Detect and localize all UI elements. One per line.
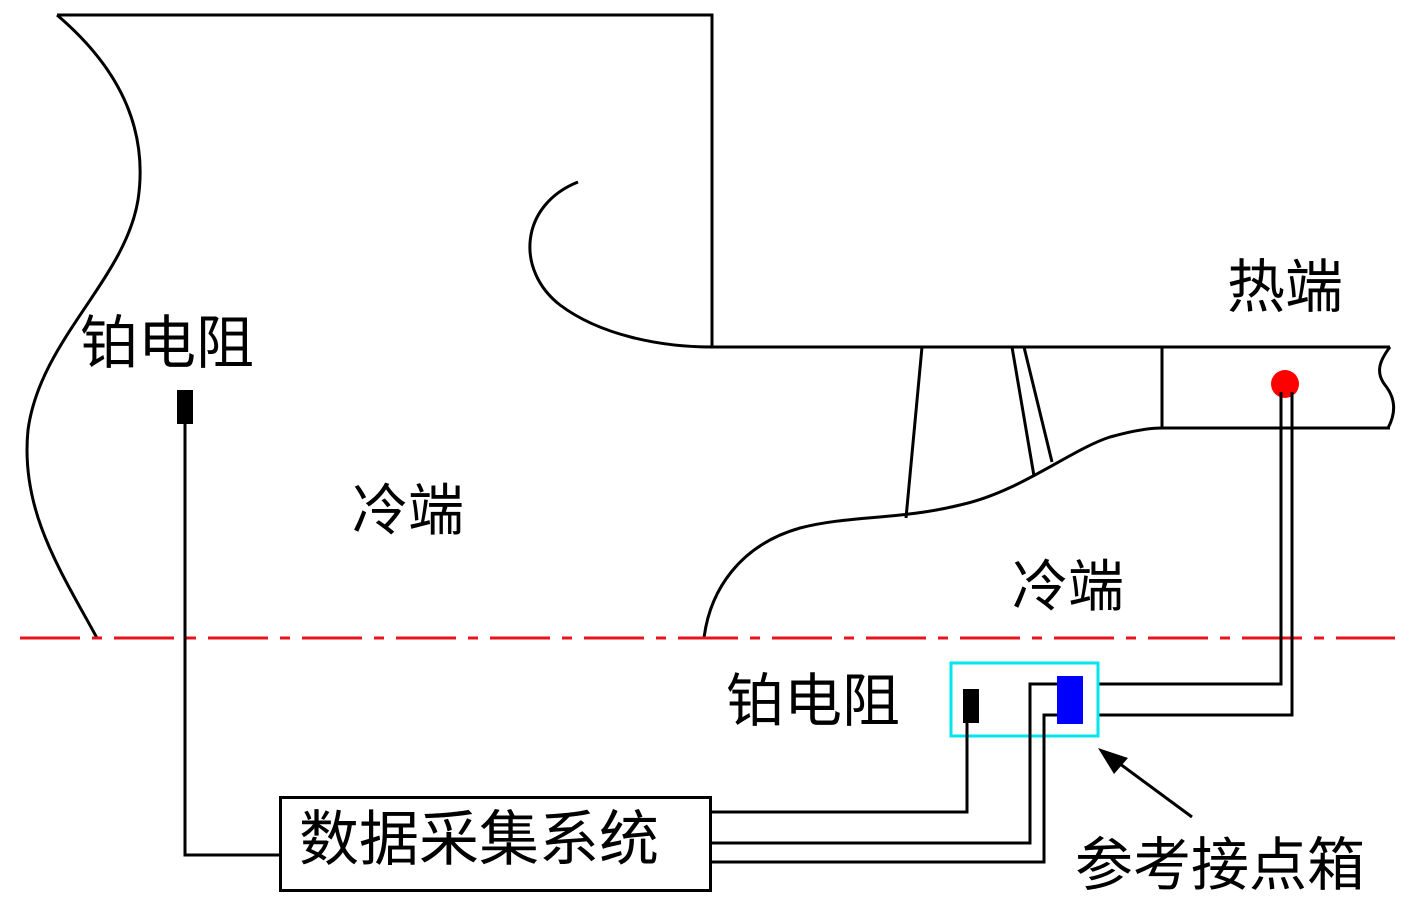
pt-lead-right xyxy=(712,723,969,814)
reference-junction-box xyxy=(949,661,1100,738)
cold-end-label-right: 冷端 xyxy=(1012,555,1124,620)
vane-line-3 xyxy=(1022,346,1054,463)
casing-outline xyxy=(57,13,1390,349)
tc-lead-outer xyxy=(1098,392,1294,717)
tc-lead-inner xyxy=(1098,392,1283,686)
vane-line-2 xyxy=(1010,346,1036,477)
cold-end-label-left: 冷端 xyxy=(352,479,464,544)
pt-resistor-label-right: 铂电阻 xyxy=(726,667,901,735)
daq-system-box xyxy=(279,796,712,892)
hot-junction-dot xyxy=(1271,370,1299,398)
hot-end-label: 热端 xyxy=(1227,253,1344,321)
reference-junction-block xyxy=(1057,676,1083,724)
pt-sensor-right xyxy=(963,689,979,723)
pt-lead-left xyxy=(183,424,279,857)
reference-box-arrowhead xyxy=(1098,748,1128,774)
pt-sensor-left xyxy=(177,390,193,424)
duct-right-edge xyxy=(1378,346,1396,429)
ref-lead-2 xyxy=(712,713,1057,864)
ref-lead-1 xyxy=(712,682,1057,845)
pt-resistor-label-left: 铂电阻 xyxy=(80,309,255,377)
hub-curve xyxy=(702,426,1390,639)
daq-system-label: 数据采集系统 xyxy=(299,805,659,875)
vane-line-1 xyxy=(904,346,924,519)
casing-left-edge xyxy=(25,13,142,639)
reference-box-arrow xyxy=(1111,756,1193,819)
reference-junction-box-label: 参考接点箱 xyxy=(1075,831,1366,899)
inner-hook-curve xyxy=(528,180,713,349)
